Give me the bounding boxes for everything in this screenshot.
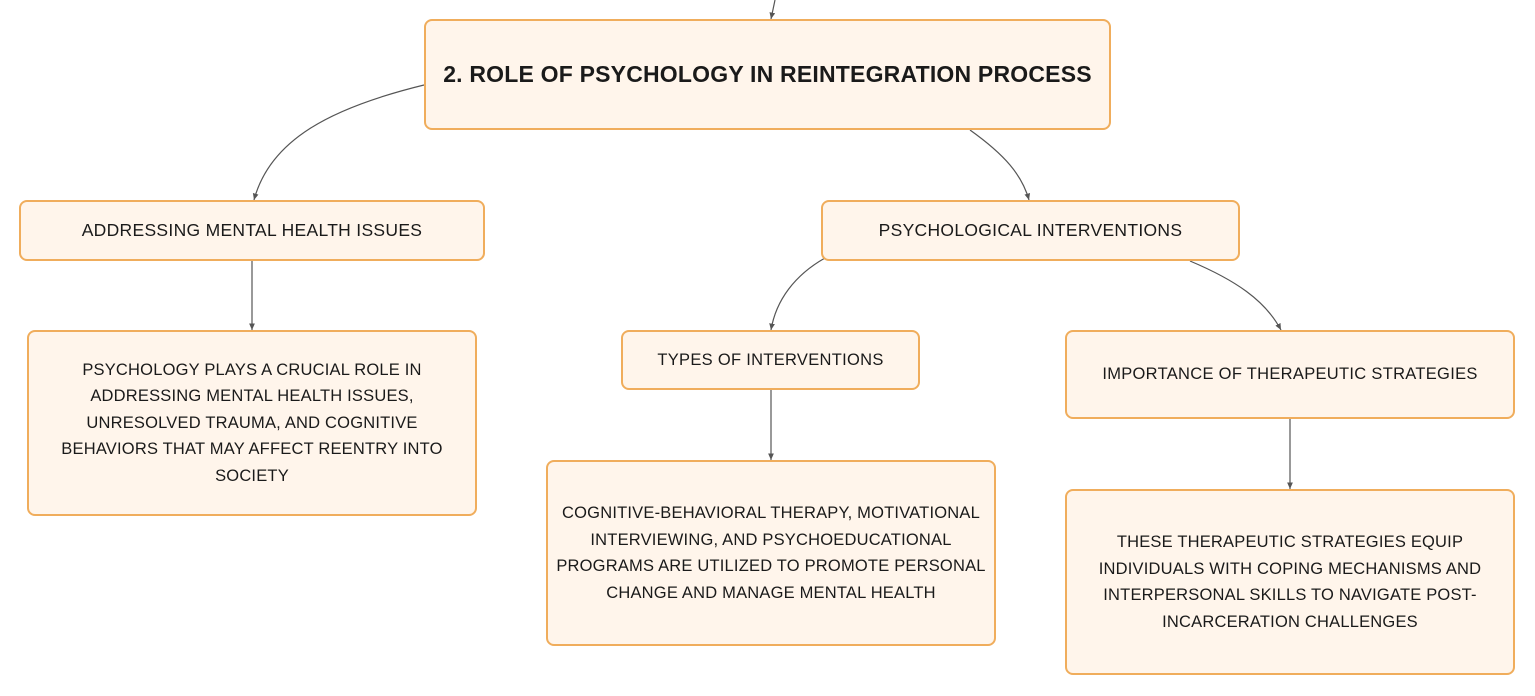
therapeutic-strategies-detail-node[interactable]: THESE THERAPEUTIC STRATEGIES EQUIP INDIV… [1065,489,1515,675]
root-topic-node[interactable]: 2. ROLE OF PSYCHOLOGY IN REINTEGRATION P… [424,19,1111,130]
mental-health-label: ADDRESSING MENTAL HEALTH ISSUES [81,220,423,240]
types-of-interventions-label: TYPES OF INTERVENTIONS [657,350,884,369]
mental-health-node[interactable]: ADDRESSING MENTAL HEALTH ISSUES [19,200,485,261]
edge-interventions-to-types [769,257,826,331]
edge-parent-to-root [769,0,776,20]
edge-root-to-interventions [969,129,1031,201]
interventions-node[interactable]: PSYCHOLOGICAL INTERVENTIONS [821,200,1240,261]
therapeutic-strategies-detail-text: THESE THERAPEUTIC STRATEGIES EQUIP INDIV… [1098,533,1482,631]
types-detail-text: COGNITIVE-BEHAVIORAL THERAPY, MOTIVATION… [556,504,986,602]
mental-health-detail-text: PSYCHOLOGY PLAYS A CRUCIAL ROLE IN ADDRE… [61,360,443,485]
types-of-interventions-node[interactable]: TYPES OF INTERVENTIONS [621,330,920,390]
root-topic-label: 2. ROLE OF PSYCHOLOGY IN REINTEGRATION P… [443,61,1092,87]
therapeutic-strategies-node[interactable]: IMPORTANCE OF THERAPEUTIC STRATEGIES [1065,330,1515,419]
edge-interventions-to-importance [1189,260,1282,331]
interventions-label: PSYCHOLOGICAL INTERVENTIONS [878,220,1183,240]
types-detail-node[interactable]: COGNITIVE-BEHAVIORAL THERAPY, MOTIVATION… [546,460,996,646]
mental-health-detail-node[interactable]: PSYCHOLOGY PLAYS A CRUCIAL ROLE IN ADDRE… [27,330,477,516]
therapeutic-strategies-label: IMPORTANCE OF THERAPEUTIC STRATEGIES [1102,365,1478,383]
edge-root-to-mental-health [252,84,425,201]
